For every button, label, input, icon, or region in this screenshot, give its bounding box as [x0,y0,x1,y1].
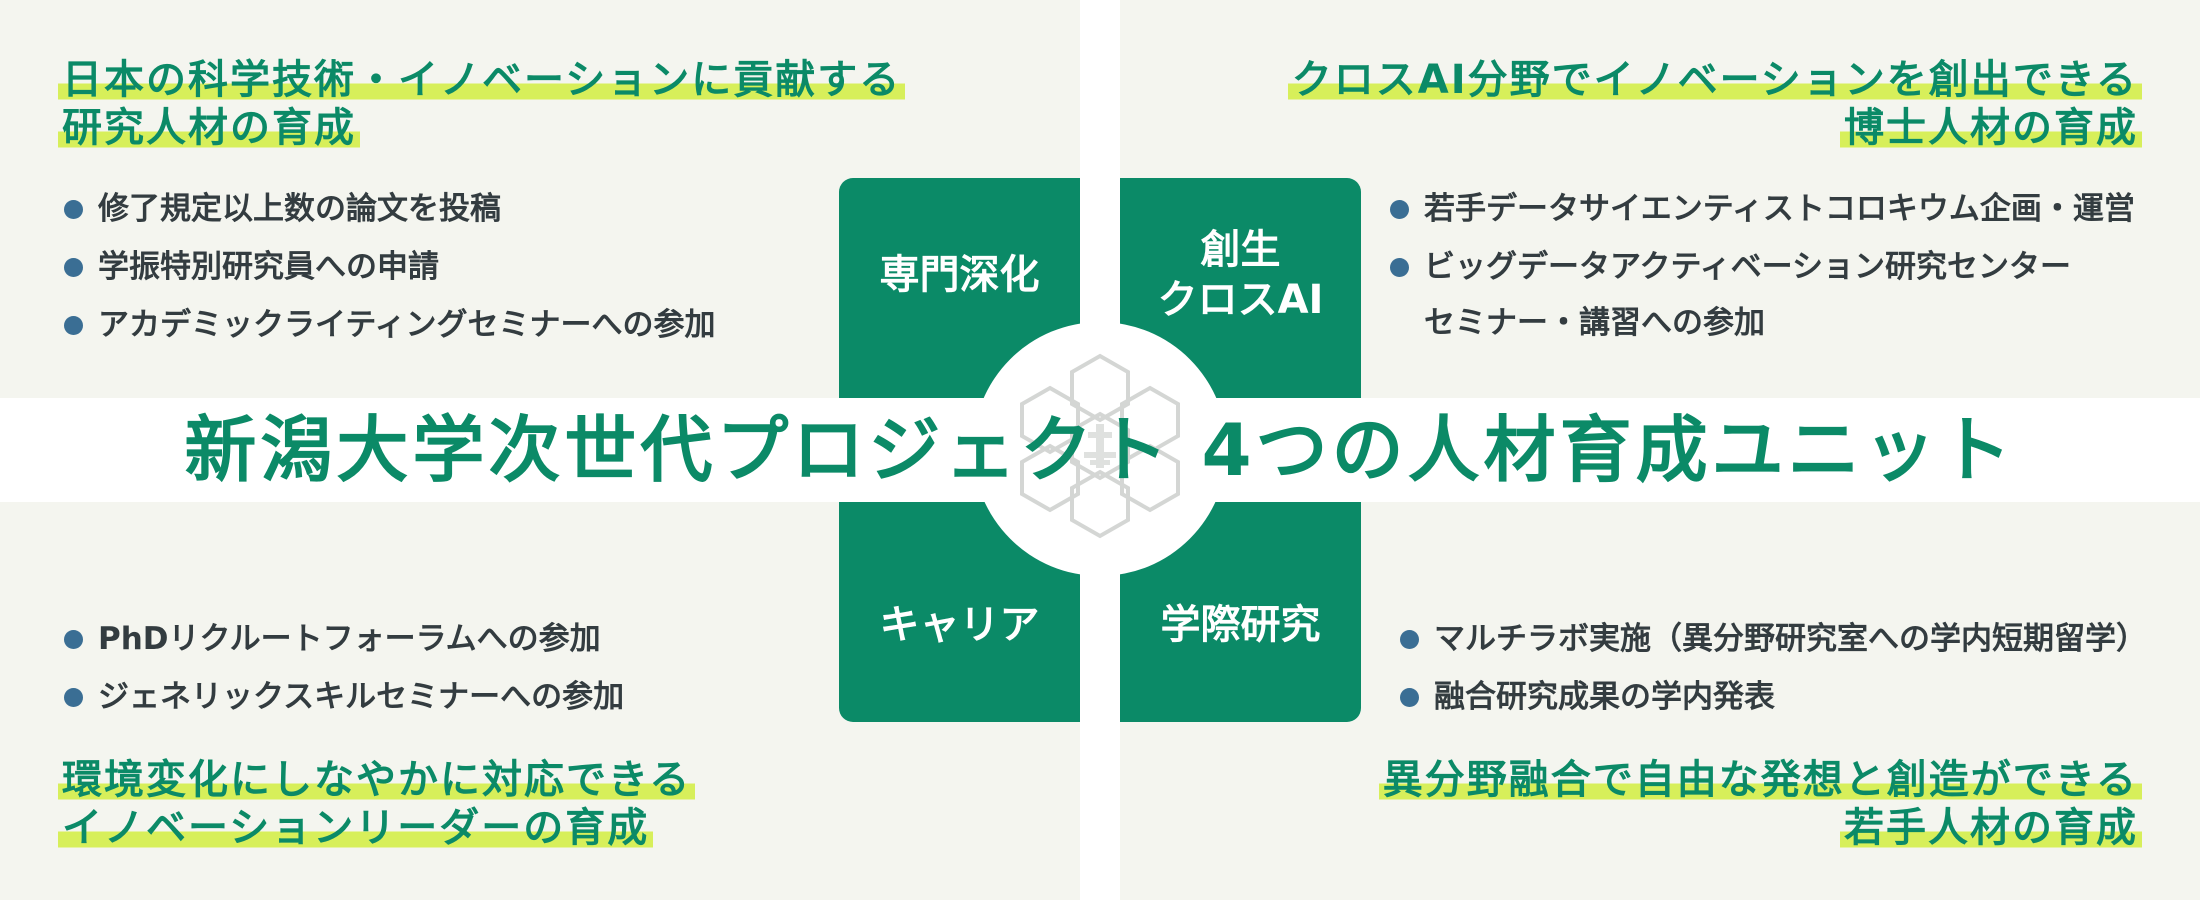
university-emblem-icon [1020,353,1180,539]
unit-label-line: クロスAI [1157,277,1324,323]
page-title: 新潟大学次世代プロジェクト 4つの人材育成ユニット [184,408,2016,492]
goal-line: イノベーションリーダーの育成 [58,805,654,851]
list-item: 修了規定以上数の論文を投稿 [64,180,716,238]
list-career: PhDリクルートフォーラムへの参加 ジェネリックスキルセミナーへの参加 [64,610,624,726]
unit-label: キャリア [879,602,1040,648]
list-item: 学振特別研究員への申請 [64,238,716,296]
goal-line: 研究人材の育成 [58,105,360,151]
list-item: PhDリクルートフォーラムへの参加 [64,610,624,668]
unit-label: 創生 クロスAI [1158,225,1324,325]
goal-line: 博士人材の育成 [1840,105,2142,151]
goal-line: 異分野融合で自由な発想と創造ができる [1378,757,2142,803]
list-interdisciplinary: マルチラボ実施（異分野研究室への学内短期留学） 融合研究成果の学内発表 [1400,610,2147,726]
goal-line: 環境変化にしなやかに対応できる [58,757,696,803]
list-item: マルチラボ実施（異分野研究室への学内短期留学） [1400,610,2147,668]
unit-label-line: 創生 [1200,227,1281,273]
list-item: ビッグデータアクティベーション研究センター セミナー・講習への参加 [1390,238,2135,350]
list-item-line: ビッグデータアクティベーション研究センター [1424,249,2071,285]
unit-label: 学際研究 [1160,602,1321,648]
list-item: 若手データサイエンティストコロキウム企画・運営 [1390,180,2135,238]
list-specialization: 修了規定以上数の論文を投稿 学振特別研究員への申請 アカデミックライティングセミ… [64,180,716,354]
goal-specialization: 日本の科学技術・イノベーションに貢献する 研究人材の育成 [58,56,906,152]
list-item: アカデミックライティングセミナーへの参加 [64,296,716,354]
list-cross-ai: 若手データサイエンティストコロキウム企画・運営 ビッグデータアクティベーション研… [1390,180,2135,350]
goal-line: クロスAI分野でイノベーションを創出できる [1287,57,2142,103]
goal-career: 環境変化にしなやかに対応できる イノベーションリーダーの育成 [58,756,696,852]
goal-line: 日本の科学技術・イノベーションに貢献する [58,57,906,103]
list-item: ジェネリックスキルセミナーへの参加 [64,668,624,726]
unit-label: 専門深化 [879,252,1040,298]
goal-interdisciplinary: 異分野融合で自由な発想と創造ができる 若手人材の育成 [1378,756,2142,852]
list-item: 融合研究成果の学内発表 [1400,668,2147,726]
goal-line: 若手人材の育成 [1840,805,2142,851]
goal-cross-ai: クロスAI分野でイノベーションを創出できる 博士人材の育成 [1287,56,2142,152]
list-item-line: セミナー・講習への参加 [1424,305,1765,341]
